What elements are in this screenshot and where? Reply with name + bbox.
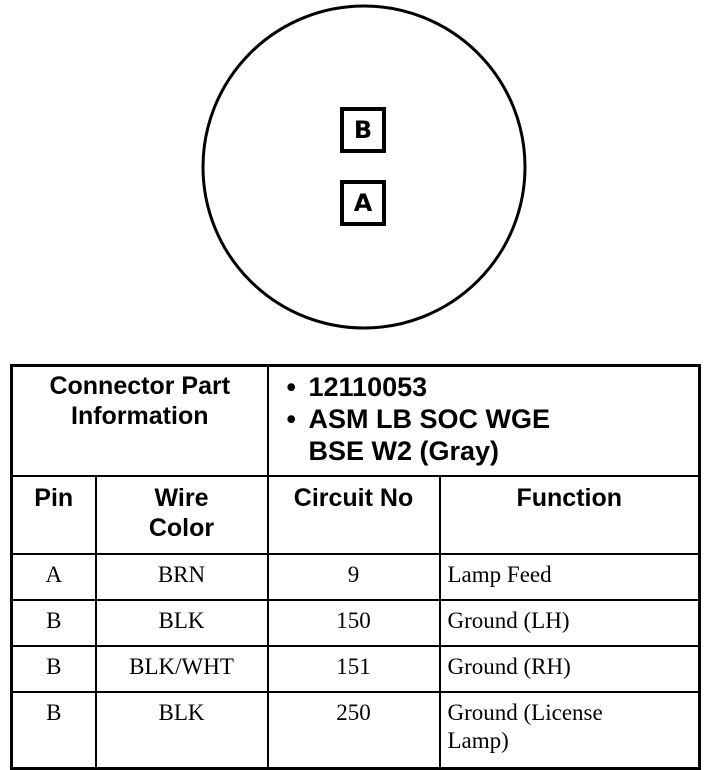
function-line1: Ground (License	[447, 700, 603, 725]
column-header-circuit-no: Circuit No	[266, 475, 441, 555]
table-row: B BLK/WHT 151 Ground (RH)	[10, 645, 701, 693]
column-header-pin: Pin	[10, 475, 97, 555]
function-cell: Lamp Feed	[438, 553, 701, 601]
part-description-line2: BSE W2 (Gray)	[308, 436, 500, 466]
circuit-no-cell: 151	[266, 645, 441, 693]
connector-face-diagram	[201, 4, 527, 330]
function-line2: Lamp)	[447, 728, 509, 753]
table-row: B BLK 150 Ground (LH)	[10, 599, 701, 647]
function-cell: Ground (License Lamp)	[438, 691, 701, 770]
function-cell: Ground (RH)	[438, 645, 701, 693]
pin-cell: B	[10, 599, 97, 647]
wire-color-cell: BLK/WHT	[94, 645, 269, 693]
bullet: •	[286, 372, 296, 402]
connector-outline-circle	[201, 4, 527, 330]
circuit-no-cell: 150	[266, 599, 441, 647]
pin-cell: A	[10, 553, 97, 601]
wire-color-line1: Wire	[154, 484, 209, 512]
column-header-row: Pin Wire Color Circuit No Function	[10, 475, 701, 555]
column-header-wire-color: Wire Color	[94, 475, 269, 555]
table-row: B BLK 250 Ground (License Lamp)	[10, 691, 701, 770]
part-number-text: 12110053	[308, 372, 428, 402]
wire-color-cell: BLK	[94, 599, 269, 647]
part-info-label-line2: Information	[71, 402, 209, 430]
function-cell: Ground (LH)	[438, 599, 701, 647]
part-info-label-line1: Connector Part	[49, 372, 231, 400]
pin-cell: B	[10, 645, 97, 693]
wire-color-cell: BRN	[94, 553, 269, 601]
part-info-row: Connector Part Information • 12110053 • AS…	[10, 364, 701, 477]
part-description-line1: • ASM LB SOC WGE	[287, 403, 699, 435]
circuit-no-cell: 250	[266, 691, 441, 770]
part-info-values: • 12110053 • ASM LB SOC WGE BSE W2 (Gray)	[266, 364, 701, 477]
wire-color-cell: BLK	[94, 691, 269, 770]
circuit-no-cell: 9	[266, 553, 441, 601]
bullet: •	[286, 404, 296, 434]
pin-cell: B	[10, 691, 97, 770]
column-header-function: Function	[438, 475, 701, 555]
connector-pinout-table: Connector Part Information • 12110053 • AS…	[10, 364, 701, 770]
wire-color-line2: Color	[148, 514, 215, 542]
part-info-label: Connector Part Information	[10, 364, 269, 477]
part-number: • 12110053	[287, 371, 699, 403]
pin-cavity-b: B	[340, 107, 386, 153]
table-row: A BRN 9 Lamp Feed	[10, 553, 701, 601]
part-description-text: ASM LB SOC WGE	[308, 404, 551, 434]
pin-cavity-a: A	[340, 180, 386, 226]
